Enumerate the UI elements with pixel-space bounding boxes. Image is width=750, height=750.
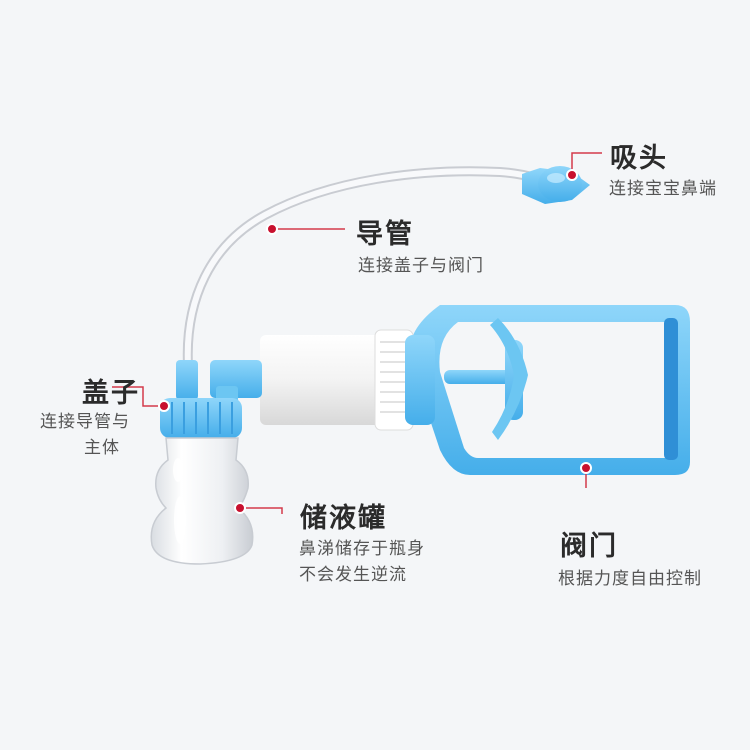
label-nozzle: 吸头 (610, 136, 668, 175)
valve-title: 阀门 (560, 531, 618, 562)
cap-title: 盖子 (82, 378, 140, 409)
cap-desc-line2: 主体 (84, 438, 120, 458)
nozzle-desc: 连接宝宝鼻端 (609, 179, 717, 199)
marker-valve (580, 462, 592, 474)
markers (158, 169, 592, 514)
bottle-desc-line1: 鼻涕储存于瓶身 (299, 539, 425, 559)
cap-desc: 连接导管与 主体 (20, 409, 130, 461)
tube (182, 166, 540, 370)
tube-desc: 连接盖子与阀门 (358, 256, 484, 276)
marker-nozzle (566, 169, 578, 181)
nozzle (522, 166, 590, 204)
label-bottle: 储液罐 (300, 496, 387, 535)
tube-title: 导管 (356, 219, 414, 250)
label-valve: 阀门 (560, 524, 618, 563)
bottle-title: 储液罐 (300, 503, 387, 534)
marker-cap (158, 400, 170, 412)
marker-tube (266, 223, 278, 235)
leader-lines (112, 152, 602, 514)
valve-desc: 根据力度自由控制 (558, 569, 702, 589)
label-cap: 盖子 (82, 371, 140, 410)
label-tube: 导管 (356, 212, 414, 251)
bottle-desc-line2: 不会发生逆流 (299, 565, 407, 585)
cap-desc-line1: 连接导管与 (40, 412, 130, 432)
marker-bottle (234, 502, 246, 514)
nozzle-title: 吸头 (610, 143, 668, 174)
valve-frame (409, 305, 690, 475)
bottle-desc: 鼻涕储存于瓶身 不会发生逆流 (299, 536, 425, 588)
valve-body (260, 329, 435, 431)
bottle (150, 437, 254, 565)
cap (160, 398, 242, 438)
